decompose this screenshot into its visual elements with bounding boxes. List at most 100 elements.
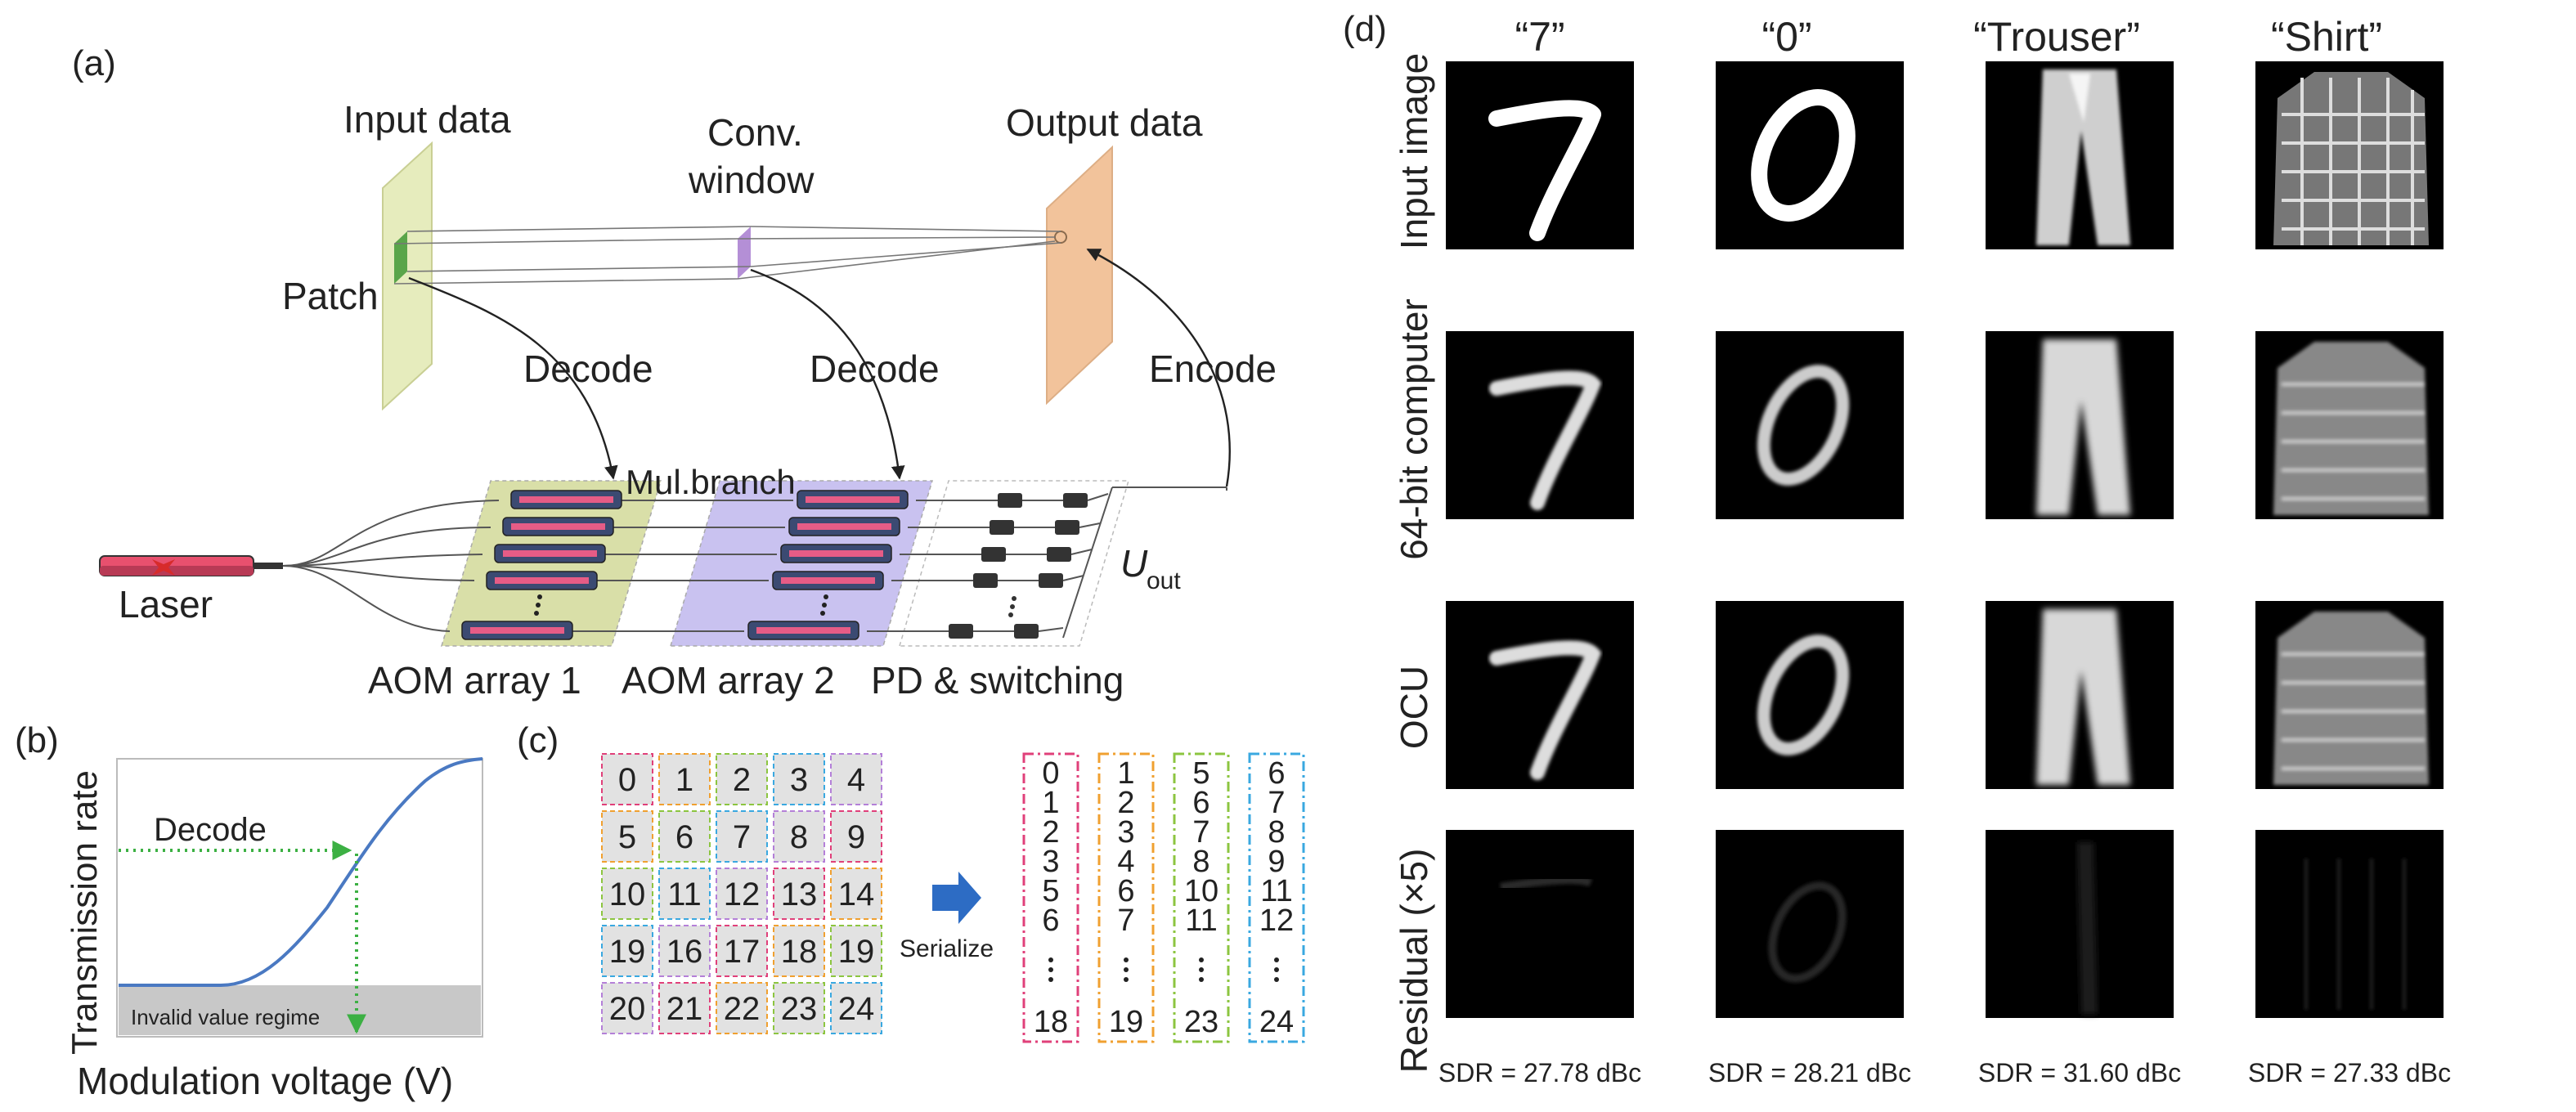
grid-cell-number: 19 — [838, 934, 875, 970]
grid-cell-number: 18 — [781, 934, 818, 970]
grid-cell — [830, 925, 882, 977]
serialized-last-value: 19 — [1109, 1005, 1143, 1039]
col-head-trouser: “Trouser” — [1973, 14, 2140, 60]
grid-cell — [830, 982, 882, 1034]
grid-cell — [716, 810, 768, 863]
aom-array-1-chips — [461, 490, 622, 640]
grid-cell — [773, 810, 825, 863]
serialized-value: 9 — [1268, 845, 1285, 879]
conv-window-label-2: window — [688, 159, 815, 201]
decode-label: Decode — [154, 812, 267, 848]
grid-cell-number: 19 — [609, 934, 646, 970]
digit-7-computer — [1489, 370, 1602, 510]
output-data-label: Output data — [1006, 101, 1203, 144]
grid-cell — [658, 925, 711, 977]
serialized-column-frame — [1097, 752, 1155, 1043]
serialized-value: 8 — [1192, 845, 1209, 879]
digit-7-input — [1488, 100, 1601, 241]
patch-block — [394, 231, 407, 284]
grid-cell — [601, 982, 653, 1034]
laser-label: Laser — [119, 583, 213, 626]
conv-window-block — [738, 226, 751, 279]
grid-cell-number: 14 — [838, 877, 875, 912]
serialized-last-value: 18 — [1034, 1005, 1068, 1039]
ellipsis-dot — [1199, 967, 1204, 972]
serialized-value: 10 — [1184, 874, 1218, 908]
grid-cell-number: 2 — [733, 762, 751, 798]
encode-label: Encode — [1149, 348, 1277, 390]
grid-cell — [830, 810, 882, 863]
grid-cell-number: 4 — [847, 762, 865, 798]
image-tiles — [1446, 61, 2444, 1018]
plot-frame — [116, 758, 483, 1038]
panel-b: (b) Invalid value regime Decode Transmis… — [15, 720, 483, 1102]
row-head-64bit: 64-bit computer — [1393, 298, 1435, 560]
serialized-value: 7 — [1117, 904, 1134, 938]
sdr-7: SDR = 27.78 dBc — [1438, 1058, 1641, 1087]
grid-cell — [773, 925, 825, 977]
grid-cell — [716, 868, 768, 920]
grid-cell-number: 22 — [724, 991, 761, 1027]
panel-a: (a) Input data Conv. window Output data … — [72, 43, 1277, 702]
serialized-column-frame — [1173, 752, 1230, 1043]
panel-a-label: (a) — [72, 43, 116, 83]
grid-cell-number: 20 — [609, 991, 646, 1027]
serialized-value: 11 — [1260, 874, 1292, 908]
digit-0-residual — [1768, 881, 1847, 983]
photodetector-array — [949, 493, 1088, 639]
serialized-value: 2 — [1117, 786, 1134, 820]
pd-wires — [973, 493, 1109, 632]
digit-7-residual — [1500, 876, 1593, 891]
grid-cell-number: 16 — [666, 934, 703, 970]
serialized-value: 6 — [1192, 786, 1209, 820]
serialized-value: 6 — [1117, 874, 1134, 908]
serialized-column-frame — [1022, 752, 1079, 1043]
col-head-shirt: “Shirt” — [2271, 14, 2382, 60]
ellipsis-dot — [1199, 977, 1204, 982]
grid-cell — [716, 925, 768, 977]
x-axis-label: Modulation voltage (V) — [77, 1060, 453, 1102]
grid-cell-number: 17 — [724, 934, 761, 970]
grid-cell — [830, 868, 882, 920]
invalid-region-label: Invalid value regime — [131, 1005, 320, 1029]
trouser-input — [2036, 70, 2130, 245]
ellipsis-dot — [1124, 967, 1129, 972]
grid-cell — [716, 753, 768, 805]
shirt-input — [2273, 72, 2429, 245]
serialized-value: 5 — [1042, 874, 1059, 908]
sdr-0: SDR = 28.21 dBc — [1708, 1058, 1911, 1087]
grid-cell-number: 10 — [609, 877, 646, 912]
row-head-input: Input image — [1393, 53, 1435, 249]
aom-array-1-label: AOM array 1 — [368, 659, 581, 702]
serialize-arrow — [932, 872, 981, 924]
serialized-value: 7 — [1268, 786, 1285, 820]
ellipsis-dot — [1124, 977, 1129, 982]
grid-cell-number: 5 — [618, 819, 636, 855]
grid-cell — [773, 868, 825, 920]
grid-cell — [601, 753, 653, 805]
row-head-residual: Residual (×5) — [1393, 849, 1435, 1074]
decode-arrow-1 — [408, 276, 618, 480]
serialized-value: 1 — [1117, 756, 1134, 791]
col-head-7: “7” — [1515, 14, 1564, 60]
digit-0-input — [1751, 89, 1856, 222]
grid-cell-number: 6 — [675, 819, 693, 855]
grid-cell — [830, 753, 882, 805]
grid-cell-number: 9 — [847, 819, 865, 855]
digit-0-ocu — [1757, 634, 1850, 756]
mul-branch-label: Mul.branch — [626, 463, 796, 501]
serialized-value: 3 — [1117, 815, 1134, 850]
grid-cell-number: 12 — [724, 877, 761, 912]
ellipsis-dot — [1199, 957, 1204, 962]
invalid-region — [119, 985, 481, 1035]
serialized-value: 8 — [1268, 815, 1285, 850]
decode-label-1: Decode — [523, 348, 653, 390]
shirt-ocu — [2273, 612, 2429, 785]
grid-cell — [773, 753, 825, 805]
grid-cell-number: 7 — [733, 819, 751, 855]
ellipsis-dot — [1274, 957, 1279, 962]
serialized-value: 11 — [1185, 904, 1217, 938]
